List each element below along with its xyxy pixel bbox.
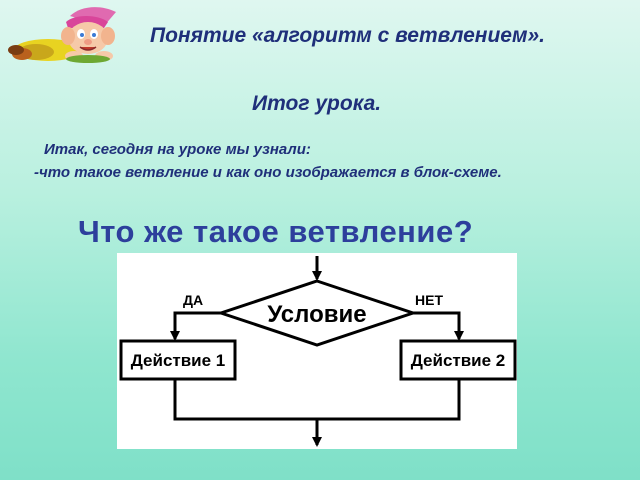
- action1-box: [119, 339, 237, 381]
- summary-point-text: -что такое ветвление и как оно изображае…: [34, 164, 502, 181]
- lesson-summary-heading: Итог урока.: [252, 92, 382, 115]
- summary-intro-text: Итак, сегодня на уроке мы узнали:: [44, 141, 311, 158]
- condition-label: Условие: [267, 301, 366, 328]
- merge-line: [173, 379, 461, 421]
- slide-title: Понятие «алгоритм с ветвлением».: [150, 24, 546, 47]
- yes-label: ДА: [183, 292, 203, 308]
- flowchart-diagram: Условие ДА НЕТ Действие 1 Действие 2: [119, 256, 517, 447]
- yes-branch-line: [170, 311, 221, 341]
- question-heading: Что же такое ветвление?: [78, 214, 474, 249]
- branching-flowchart: Условие ДА НЕТ Действие 1 Действие 2: [117, 253, 517, 449]
- condition-diamond: [216, 279, 418, 347]
- no-label: НЕТ: [415, 292, 443, 308]
- no-branch-line: [413, 311, 464, 341]
- action1-label: Действие 1: [131, 351, 226, 370]
- gnome-mascot-icon: [8, 7, 116, 63]
- action2-label: Действие 2: [411, 351, 506, 370]
- action2-box: [399, 339, 517, 381]
